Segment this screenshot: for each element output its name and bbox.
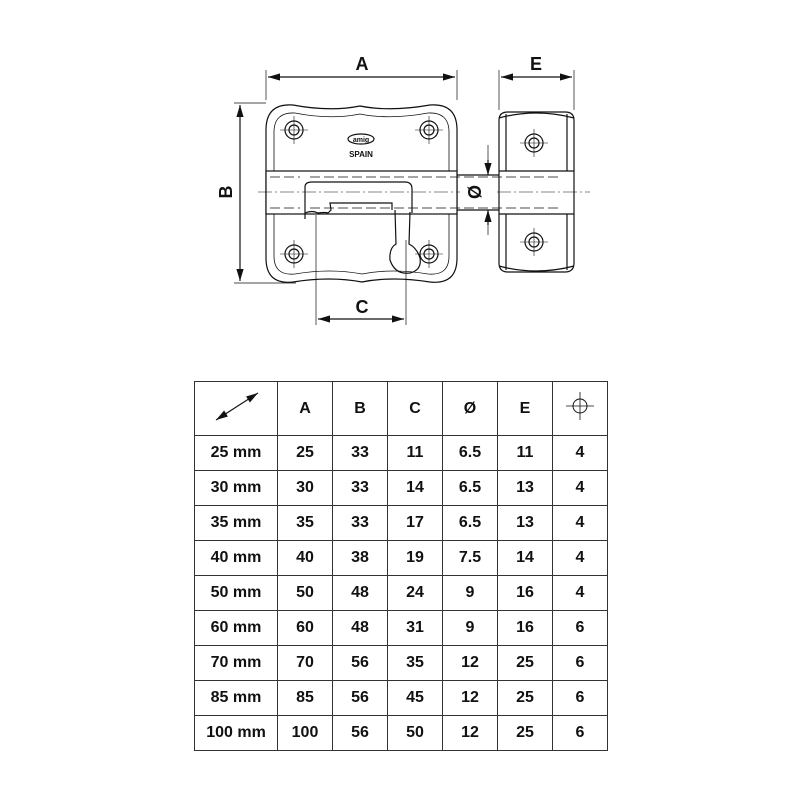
value-cell: 56 xyxy=(332,715,388,751)
value-cell: 48 xyxy=(332,575,388,611)
value-cell: 70 xyxy=(277,645,333,681)
value-cell: 13 xyxy=(497,470,553,506)
value-cell: 6.5 xyxy=(442,505,498,541)
value-cell: 4 xyxy=(552,505,608,541)
value-cell: 9 xyxy=(442,610,498,646)
value-cell: 11 xyxy=(497,435,553,471)
value-cell: 7.5 xyxy=(442,540,498,576)
value-cell: 16 xyxy=(497,610,553,646)
value-cell: 9 xyxy=(442,575,498,611)
value-cell: 12 xyxy=(442,645,498,681)
value-cell: 6.5 xyxy=(442,435,498,471)
value-cell: 12 xyxy=(442,680,498,716)
value-cell: 25 xyxy=(277,435,333,471)
value-cell: 48 xyxy=(332,610,388,646)
value-cell: 25 xyxy=(497,645,553,681)
size-cell: 25 mm xyxy=(194,435,278,471)
screw-header xyxy=(552,381,608,436)
brand-logo xyxy=(347,133,375,145)
diagonal-dimension-arrow-icon xyxy=(215,392,259,421)
column-header-e: E xyxy=(497,381,553,436)
keeper xyxy=(498,111,575,273)
value-cell: 4 xyxy=(552,540,608,576)
size-cell: 85 mm xyxy=(194,680,278,716)
value-cell: 56 xyxy=(332,645,388,681)
value-cell: 24 xyxy=(387,575,443,611)
value-cell: 6 xyxy=(552,645,608,681)
size-cell: 30 mm xyxy=(194,470,278,506)
column-header-c: C xyxy=(387,381,443,436)
origin-text: SPAIN xyxy=(349,150,373,159)
size-cell: 70 mm xyxy=(194,645,278,681)
value-cell: 30 xyxy=(277,470,333,506)
value-cell: 4 xyxy=(552,470,608,506)
value-cell: 12 xyxy=(442,715,498,751)
value-cell: 35 xyxy=(277,505,333,541)
size-cell: 40 mm xyxy=(194,540,278,576)
dimension-label-diameter: Ø xyxy=(465,185,485,199)
value-cell: 6 xyxy=(552,610,608,646)
size-cell: 35 mm xyxy=(194,505,278,541)
value-cell: 19 xyxy=(387,540,443,576)
dimension-label-a: A xyxy=(356,54,369,74)
value-cell: 13 xyxy=(497,505,553,541)
value-cell: 60 xyxy=(277,610,333,646)
value-cell: 40 xyxy=(277,540,333,576)
value-cell: 31 xyxy=(387,610,443,646)
value-cell: 16 xyxy=(497,575,553,611)
value-cell: 100 xyxy=(277,715,333,751)
value-cell: 50 xyxy=(387,715,443,751)
size-cell: 100 mm xyxy=(194,715,278,751)
value-cell: 4 xyxy=(552,575,608,611)
size-header xyxy=(194,381,278,436)
size-cell: 60 mm xyxy=(194,610,278,646)
value-cell: 45 xyxy=(387,680,443,716)
brand-logo-text: amig xyxy=(353,137,369,144)
base-plate xyxy=(265,104,458,283)
value-cell: 38 xyxy=(332,540,388,576)
column-header-b: B xyxy=(332,381,388,436)
value-cell: 85 xyxy=(277,680,333,716)
size-cell: 50 mm xyxy=(194,575,278,611)
value-cell: 33 xyxy=(332,435,388,471)
value-cell: 25 xyxy=(497,680,553,716)
column-header-diameter: Ø xyxy=(442,381,498,436)
table-header-row: A B C Ø E xyxy=(194,381,608,436)
value-cell: 4 xyxy=(552,435,608,471)
dimension-label-c: C xyxy=(356,297,369,317)
dimension-label-b: B xyxy=(216,186,236,199)
value-cell: 25 xyxy=(497,715,553,751)
value-cell: 33 xyxy=(332,470,388,506)
value-cell: 11 xyxy=(387,435,443,471)
value-cell: 50 xyxy=(277,575,333,611)
dimension-label-e: E xyxy=(530,54,542,74)
column-header-a: A xyxy=(277,381,333,436)
value-cell: 17 xyxy=(387,505,443,541)
value-cell: 6 xyxy=(552,715,608,751)
value-cell: 6 xyxy=(552,680,608,716)
value-cell: 56 xyxy=(332,680,388,716)
value-cell: 35 xyxy=(387,645,443,681)
screw-hole-crosshair-icon xyxy=(566,392,594,420)
barrel-bolt-drawing: amig SPAIN A E C B Ø xyxy=(216,54,590,325)
value-cell: 6.5 xyxy=(442,470,498,506)
value-cell: 14 xyxy=(497,540,553,576)
value-cell: 14 xyxy=(387,470,443,506)
value-cell: 33 xyxy=(332,505,388,541)
